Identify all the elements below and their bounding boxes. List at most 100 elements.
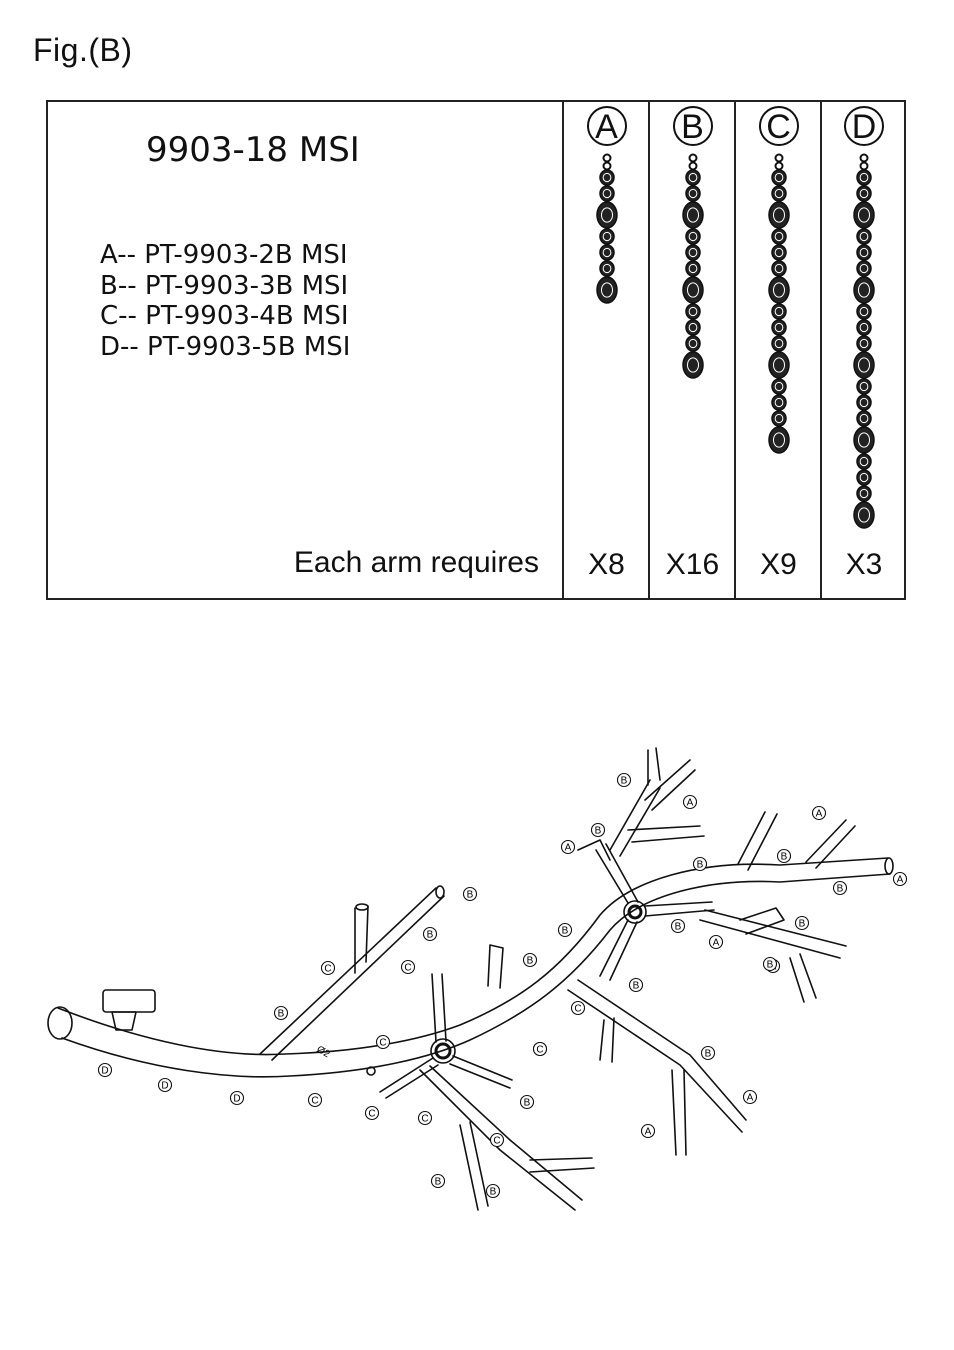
callout-letter: D xyxy=(101,1066,108,1077)
lower-right-twig-1 xyxy=(599,1017,615,1063)
center-hub-outer xyxy=(430,1038,456,1064)
left-twig-tip xyxy=(355,903,369,911)
top-twig-2 xyxy=(647,747,661,786)
crystal-facet xyxy=(859,488,869,499)
small-crystal xyxy=(856,453,872,470)
left-branch xyxy=(259,887,445,1061)
right-twig-3 xyxy=(739,907,785,935)
part-line-c: C-- PT-9903-4B MSI xyxy=(100,301,349,331)
crystal-facet xyxy=(774,231,783,242)
chain-loop xyxy=(688,161,697,171)
small-crystal xyxy=(856,394,872,411)
callout-c: C xyxy=(400,959,416,975)
lower-right-twig-2 xyxy=(671,1069,687,1156)
small-crystal xyxy=(770,260,787,277)
large-crystal xyxy=(767,276,790,304)
large-crystal xyxy=(767,426,790,454)
callout-circle xyxy=(832,880,848,896)
callout-circle xyxy=(400,959,416,975)
callout-group: BABABABBABBBBABABCBCCCBCBCDDDCCCBBBAABC xyxy=(97,772,908,1199)
callout-circle xyxy=(519,1094,535,1110)
callout-letter: B xyxy=(427,930,434,941)
callout-circle xyxy=(485,1183,501,1199)
callout-c: C xyxy=(320,960,336,976)
crystal-facet xyxy=(858,282,870,298)
branch-frame xyxy=(47,747,894,1211)
dimension-label: Ø2 xyxy=(315,1044,332,1060)
canopy-mount xyxy=(102,989,156,1013)
callout-b: B xyxy=(430,1173,446,1189)
chain-loop xyxy=(774,161,783,171)
callout-letter: A xyxy=(816,809,823,820)
crystal-facet xyxy=(859,188,869,199)
upper-left-stub xyxy=(577,839,611,861)
small-crystal xyxy=(856,169,872,186)
hub-arm-right xyxy=(449,1055,513,1089)
callout-c: C xyxy=(417,1110,433,1126)
callout-letter: A xyxy=(747,1093,754,1104)
callout-circle xyxy=(320,960,336,976)
crystal-facet xyxy=(688,172,697,183)
crystal-facet xyxy=(859,306,869,317)
callout-d: D xyxy=(97,1062,113,1078)
crystal-facet xyxy=(774,263,783,274)
hub-arm-up xyxy=(431,973,447,1043)
center-stub xyxy=(487,944,504,989)
callout-letter: C xyxy=(421,1114,428,1125)
crystal-facet xyxy=(688,247,697,258)
callout-a: A xyxy=(640,1123,656,1139)
lower-left-twig xyxy=(459,1121,489,1211)
large-crystal xyxy=(853,501,875,529)
top-twig xyxy=(644,759,696,811)
figure-label: Fig.(B) xyxy=(33,32,133,68)
qty-d: X3 xyxy=(845,548,883,581)
large-crystal xyxy=(767,351,790,379)
callout-circle xyxy=(229,1090,245,1106)
part-line-d: D-- PT-9903-5B MSI xyxy=(100,331,351,362)
callout-circle xyxy=(616,772,632,788)
small-crystal xyxy=(856,228,872,245)
small-crystal xyxy=(770,335,787,352)
callout-letter: B xyxy=(467,890,474,901)
crystal-facet xyxy=(688,263,697,274)
crystal-facet xyxy=(774,338,783,349)
small-crystal xyxy=(770,303,787,320)
upper-hub-arm-up xyxy=(595,843,639,904)
small-crystal xyxy=(684,303,701,320)
callout-a: A xyxy=(892,871,908,887)
callout-circle xyxy=(776,848,792,864)
callout-circle xyxy=(708,934,724,950)
callout-letter: B xyxy=(675,922,682,933)
small-crystal xyxy=(684,228,701,245)
callout-circle xyxy=(375,1034,391,1050)
large-crystal xyxy=(681,276,704,304)
crystal-facet xyxy=(774,247,783,258)
small-crystal xyxy=(770,410,787,427)
crystal-facet xyxy=(686,357,699,373)
crystal-chain-a-icon xyxy=(595,153,618,304)
crystal-facet xyxy=(686,207,699,223)
crystal-facet xyxy=(688,306,697,317)
crystal-facet xyxy=(686,282,699,298)
letter-badge-c: C xyxy=(758,106,799,146)
column-d: D X3 xyxy=(820,102,906,598)
chain-loop xyxy=(602,161,611,171)
callout-c: C xyxy=(364,1105,380,1121)
callout-letter: B xyxy=(621,776,628,787)
hub-arm-left xyxy=(379,1057,439,1099)
callout-circle xyxy=(417,1110,433,1126)
small-crystal xyxy=(770,185,787,202)
right-lower-branch xyxy=(699,909,847,959)
crystal-chain-d-icon xyxy=(853,153,875,529)
callout-circle xyxy=(700,1045,716,1061)
small-crystal xyxy=(856,469,872,486)
callout-circle xyxy=(762,956,778,972)
callout-circle xyxy=(462,886,478,902)
crystal-facet xyxy=(859,397,869,408)
crystal-facet xyxy=(602,172,611,183)
crystal-facet xyxy=(774,413,783,424)
large-crystal xyxy=(595,276,618,304)
small-crystal xyxy=(856,410,872,427)
crystal-facet xyxy=(600,282,613,298)
callout-b: B xyxy=(762,956,778,972)
